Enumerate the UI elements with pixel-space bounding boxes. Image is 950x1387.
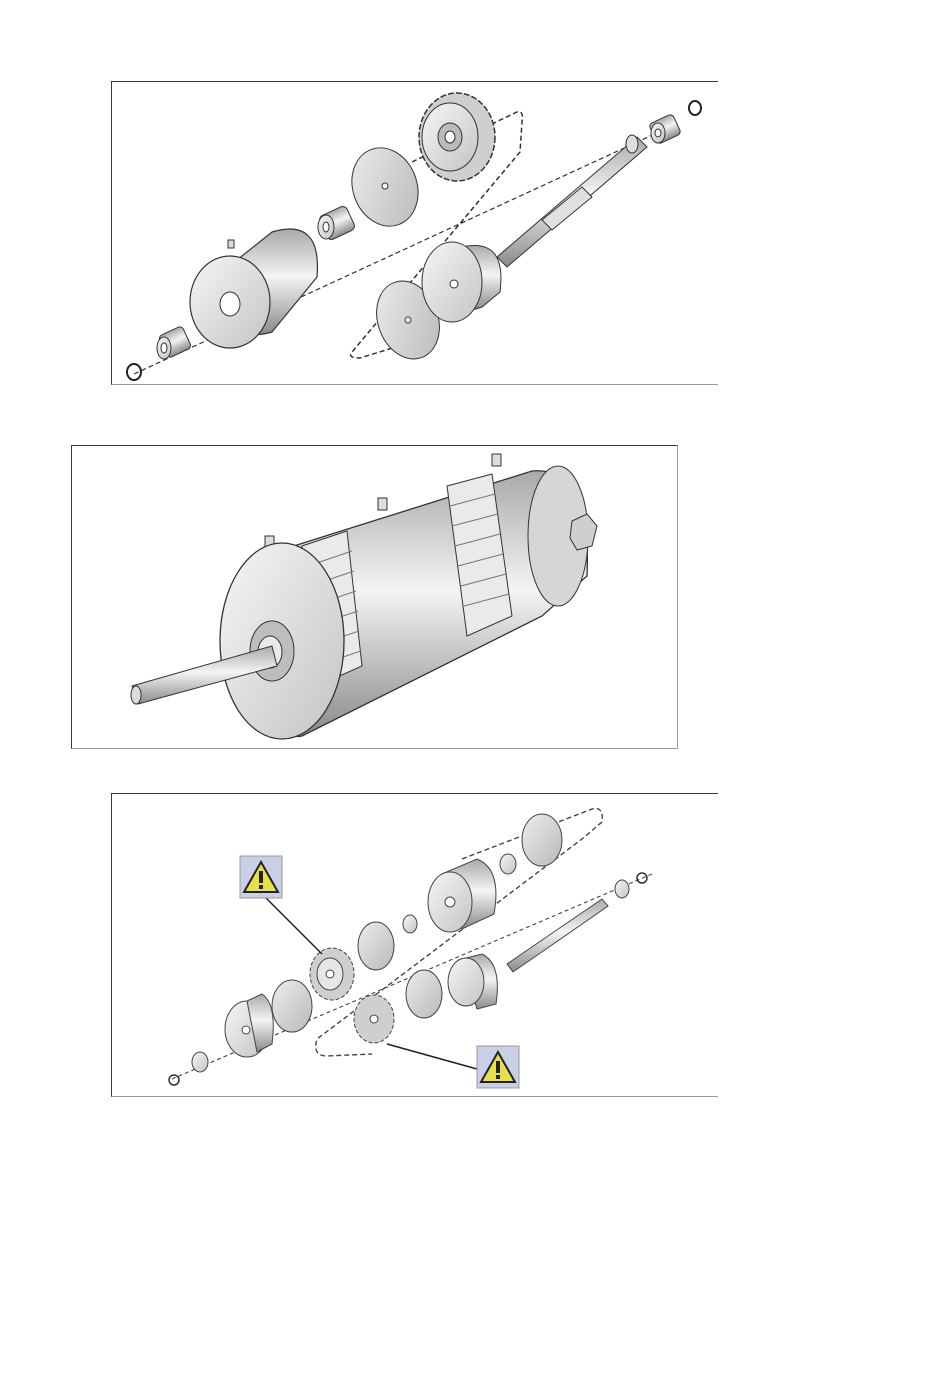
exploded-assembly-figure-2: [111, 793, 718, 1097]
shaft: [497, 135, 647, 267]
drum-hub-lower-2: [448, 954, 497, 1009]
gear-pulley-upper: [419, 93, 495, 181]
bearing-left: [157, 326, 192, 359]
warning-triangle-icon: [240, 856, 282, 898]
spacer-disk-2d: [406, 970, 442, 1018]
drum-housing: [190, 229, 317, 348]
assembled-drum-figure: [71, 445, 678, 749]
bearing-upper-2: [500, 854, 516, 874]
shaft-2: [507, 899, 608, 972]
warning-leader-upper: [262, 894, 322, 954]
bearing-center: [318, 205, 356, 241]
spacer-disk-2a: [272, 980, 312, 1032]
exploded-assembly-drawing-2: [112, 794, 718, 1097]
drum-housing-2: [428, 859, 496, 932]
bearing-right-2: [615, 880, 629, 898]
pin-right: [492, 454, 501, 466]
exploded-assembly-drawing-1: [112, 82, 718, 385]
circlip-left: [127, 364, 141, 380]
gear-pulley-2a: [310, 948, 354, 1000]
exploded-assembly-figure-1: [111, 81, 718, 385]
spacer-disk-2b: [358, 922, 394, 970]
bearing-center-2: [403, 915, 417, 933]
circlip-left-2: [169, 1075, 179, 1085]
circlip-right: [689, 101, 701, 115]
drum-hub-left-2: [225, 994, 273, 1057]
bearing-right: [649, 114, 682, 145]
bearing-left-2: [192, 1052, 208, 1072]
assembled-drum-drawing: [72, 446, 678, 749]
pin-center: [378, 498, 387, 510]
drum-hub-lower: [422, 242, 501, 322]
warning-leader-lower: [387, 1044, 477, 1069]
warning-triangle-icon: [477, 1046, 519, 1088]
spacer-disk-2c: [522, 814, 562, 866]
